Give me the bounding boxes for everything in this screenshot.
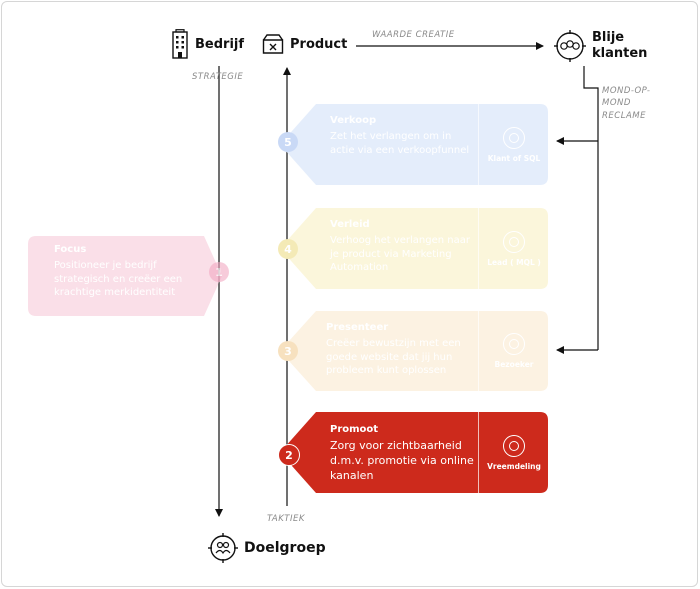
focus-desc: Positioneer je bedrijf strategisch en cr… (54, 260, 183, 298)
bedrijf-label: Bedrijf (195, 36, 245, 52)
target-group-icon (208, 533, 238, 563)
waarde-creatie-label: WAARDE CREATIE (372, 30, 455, 40)
mond-op-mond-label: MOND-OP- MOND RECLAME (602, 85, 650, 122)
step-badge-5: 5 (278, 132, 298, 152)
step-badge-4: 4 (278, 239, 298, 259)
card-presenteer-desc: Creëer bewustzijn met een goede website … (326, 338, 461, 376)
card-presenteer-badge-label: Bezoeker (494, 360, 534, 369)
building-icon (171, 29, 189, 59)
doelgroep-label: Doelgroep (244, 540, 326, 556)
card-verkoop-badge: Klant of SQL (478, 104, 549, 185)
bedrijf-node: Bedrijf (171, 29, 244, 59)
doelgroep-node: Doelgroep (208, 533, 326, 563)
blije-klanten-label-line1: Blije (592, 30, 625, 45)
card-promoot-desc: Zorg voor zichtbaarheid d.m.v. promotie … (330, 439, 474, 482)
card-verkoop-badge-label: Klant of SQL (487, 153, 541, 163)
card-presenteer-title: Presenteer (326, 322, 389, 333)
focus-card: Focus Positioneer je bedrijf strategisch… (28, 236, 223, 316)
step-badge-2: 2 (278, 444, 300, 466)
card-verleid-desc: Verhoog het verlangen naar je product vi… (330, 235, 470, 273)
focus-title: Focus (54, 244, 87, 255)
step-badge-3: 3 (278, 341, 298, 361)
card-presenteer-badge: Bezoeker (478, 311, 549, 391)
product-label: Product (290, 36, 348, 52)
mond-label-line2: MOND (602, 98, 631, 109)
card-verkoop-title: Verkoop (330, 115, 377, 126)
mond-label-line3: RECLAME (602, 110, 646, 121)
blije-klanten-node: Blije klanten (554, 30, 647, 63)
card-verleid-title: Verleid (330, 219, 370, 230)
step-badge-1: 1 (209, 262, 229, 282)
blije-klanten-label-line2: klanten (592, 46, 648, 62)
card-verkoop: Verkoop Zet het verlangen om in actie vi… (280, 104, 548, 185)
strategie-label: STRATEGIE (192, 72, 244, 82)
card-promoot-title: Promoot (330, 424, 379, 435)
visitor-icon (503, 333, 525, 355)
product-node: Product (262, 34, 347, 54)
box-icon (262, 34, 284, 54)
card-promoot-badge: Vreemdeling (478, 412, 549, 493)
card-verleid-badge: Lead ( MQL ) (478, 208, 549, 289)
card-promoot-badge-label: Vreemdeling (487, 461, 541, 471)
card-promoot: Promoot Zorg voor zichtbaarheid d.m.v. p… (280, 412, 548, 493)
customer-icon (503, 126, 525, 149)
stranger-icon (503, 434, 525, 457)
card-verkoop-desc: Zet het verlangen om in actie via een ve… (330, 131, 470, 156)
lead-icon (503, 230, 525, 253)
taktiek-label: TAKTIEK (267, 514, 305, 524)
mond-label-line1: MOND-OP- (602, 86, 651, 96)
card-verleid: Verleid Verhoog het verlangen naar je pr… (280, 208, 548, 289)
mond-op-mond-line (583, 66, 599, 350)
card-presenteer: Presenteer Creëer bewustzijn met een goe… (280, 311, 548, 391)
happy-customers-icon (554, 30, 586, 63)
card-verleid-badge-label: Lead ( MQL ) (487, 257, 541, 267)
